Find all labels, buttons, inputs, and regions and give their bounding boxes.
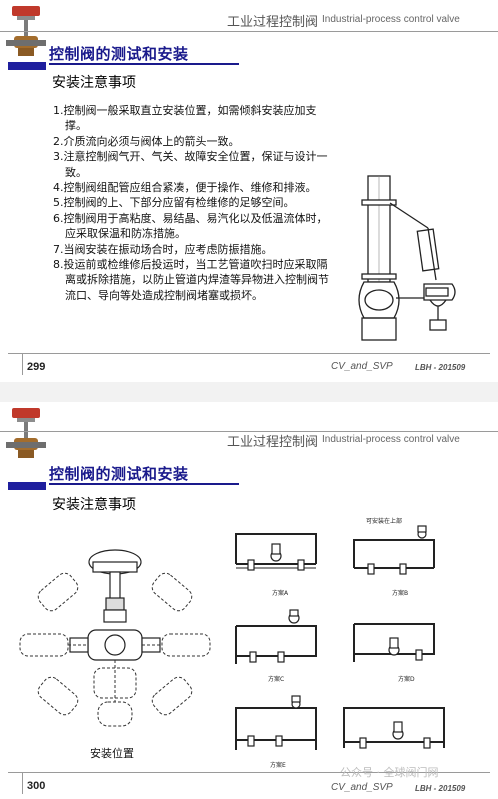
vertical-valve-installation-illustration (358, 175, 456, 341)
scheme-e-diagram (235, 695, 317, 750)
page-number: 299 (27, 361, 46, 373)
scheme-d-diagram (353, 623, 435, 662)
header-title-zh: 工业过程控制阀 (227, 15, 319, 30)
scheme-note: 可安装在上部 (366, 518, 403, 525)
footer-right-label: LBH - 201509 (415, 784, 466, 793)
footer-divider (22, 353, 23, 375)
footer-rule (8, 772, 490, 773)
footer-left-label: CV_and_SVP (331, 361, 393, 372)
list-item: 8.投运前或检维修后投运时，当工艺管道吹扫时应采取隔离或拆除措施，以防止管道内焊… (53, 258, 329, 302)
list-item: 6.控制阀用于高粘度、易结晶、易汽化以及低温流体时，应采取保温和防冻措施。 (53, 211, 328, 241)
slide-separator (0, 382, 498, 402)
header-title-en: Industrial-process control valve (322, 14, 460, 25)
footer-right-label: LBH - 201509 (415, 363, 466, 372)
list-item: 1.控制阀一般采取直立安装位置，如需倾斜安装应加支撑。 (53, 104, 317, 133)
footer-divider (22, 772, 23, 794)
title-marker (8, 62, 46, 70)
scheme-a-diagram (235, 533, 317, 571)
header-title-zh: 工业过程控制阀 (227, 435, 319, 450)
scheme-a-label: 方案A (272, 590, 289, 597)
slide-title: 控制阀的测试和安装 (49, 465, 189, 483)
title-marker (8, 482, 46, 490)
slide-subtitle: 安装注意事项 (52, 497, 136, 513)
scheme-d-label: 方案D (398, 676, 415, 683)
scheme-b-label: 方案B (392, 590, 409, 597)
title-underline (49, 63, 239, 65)
scheme-f-diagram (343, 707, 445, 749)
installation-notes-list: 1.控制阀一般采取直立安装位置，如需倾斜安装应加支撑。 2.介质流向必须与阀体上… (53, 103, 335, 303)
list-item: 2.介质流向必须与阀体上的箭头一致。 (53, 134, 240, 148)
scheme-c-diagram (235, 609, 317, 664)
watermark-text: 公众号 · 全球阀门网 (340, 766, 439, 779)
page-number: 300 (27, 780, 46, 792)
installation-positions-label: 安装位置 (90, 747, 134, 760)
slide-title: 控制阀的测试和安装 (49, 45, 189, 63)
valve-logo-icon (6, 6, 46, 56)
header-title-en: Industrial-process control valve (322, 434, 460, 445)
list-item: 5.控制阀的上、下部分应留有检维修的足够空间。 (53, 196, 295, 210)
list-item: 4.控制阀组配管应组合紧凑，便于操作、维修和排液。 (53, 181, 317, 195)
valve-logo-icon (6, 408, 46, 458)
header-rule (0, 431, 498, 432)
installation-positions-diagram (19, 549, 211, 727)
footer-left-label: CV_and_SVP (331, 782, 393, 793)
slide-299: 工业过程控制阀 Industrial-process control valve… (0, 0, 498, 382)
scheme-e-label: 方案E (270, 762, 286, 769)
footer-rule (8, 353, 490, 354)
scheme-c-label: 方案C (268, 676, 285, 683)
header-rule (0, 31, 498, 32)
list-item: 3.注意控制阀气开、气关、故障安全位置，保证与设计一致。 (53, 150, 328, 179)
title-underline (49, 483, 239, 485)
slide-300: 工业过程控制阀 Industrial-process control valve… (0, 402, 498, 799)
list-item: 7.当阀安装在振动场合时，应考虑防振措施。 (53, 242, 273, 256)
scheme-b-diagram (353, 525, 435, 575)
slide-subtitle: 安装注意事项 (52, 75, 136, 91)
